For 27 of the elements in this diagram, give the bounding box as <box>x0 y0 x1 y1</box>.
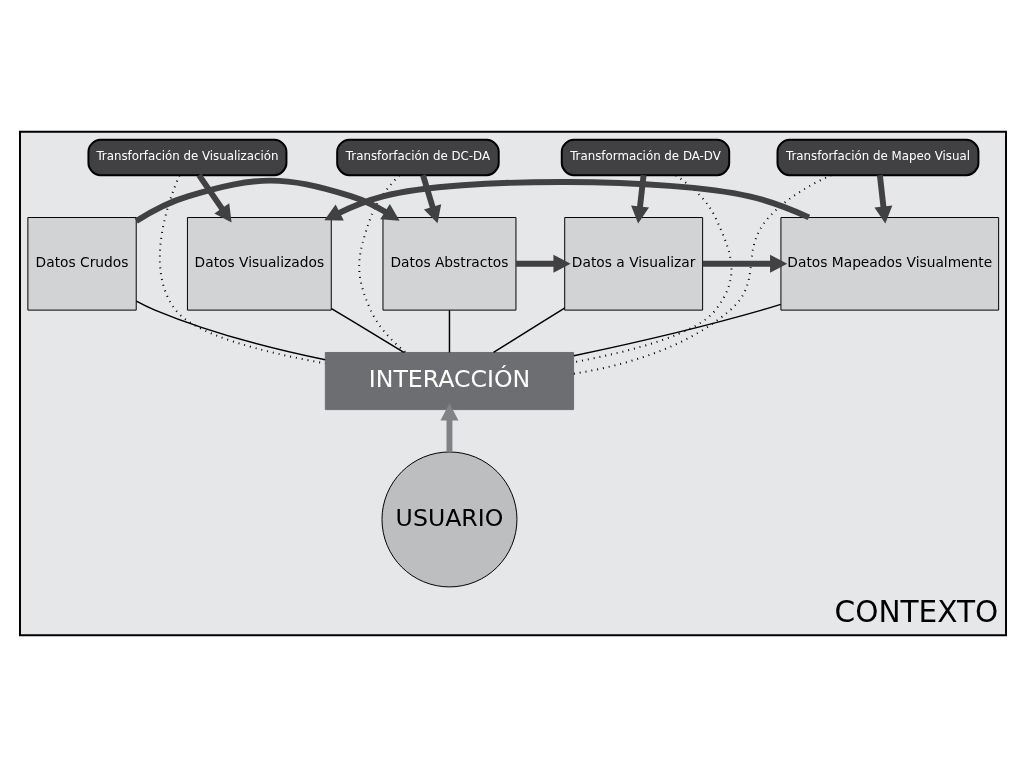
connector <box>572 174 833 375</box>
connector <box>135 300 326 361</box>
node-box: Datos Mapeados Visualmente <box>780 217 1000 311</box>
node-box: Datos Abstractos <box>382 217 517 311</box>
connector <box>330 307 405 354</box>
arrow <box>324 179 811 221</box>
node-box: Transforfación de DC-DA <box>336 138 500 177</box>
connector <box>358 174 407 354</box>
node-box: Transformación de DA-DV <box>560 138 731 177</box>
node-box: Datos Crudos <box>27 217 137 311</box>
arrow <box>420 174 442 224</box>
arrow <box>874 174 893 224</box>
node-box: Datos a Visualizar <box>564 217 704 311</box>
node-box: Transforfación de Mapeo Visual <box>776 138 980 177</box>
arrow <box>196 173 232 223</box>
connector <box>573 303 782 357</box>
node-circle: USUARIO <box>381 451 518 588</box>
arrow <box>702 254 788 273</box>
arrow <box>440 403 459 452</box>
node-box: INTERACCIÓN <box>324 351 575 411</box>
node-box: Datos Visualizados <box>186 217 332 311</box>
arrow <box>516 254 571 273</box>
node-box: Transforfación de Visualización <box>87 138 288 177</box>
connector <box>448 309 451 354</box>
arrow <box>631 174 649 224</box>
connector <box>492 307 566 354</box>
arrow <box>134 177 400 224</box>
